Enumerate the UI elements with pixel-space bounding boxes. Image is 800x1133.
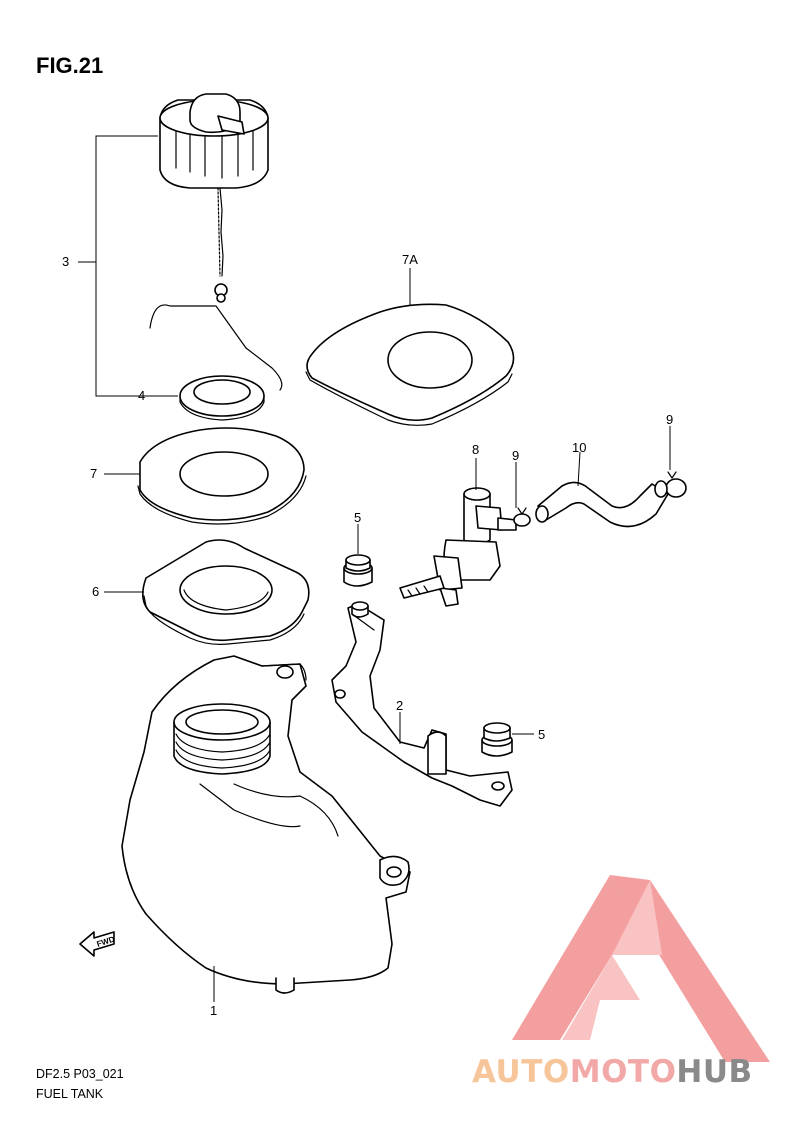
watermark-auto: AUTO bbox=[472, 1054, 570, 1090]
model-code-caption: DF2.5 P03_021 bbox=[36, 1067, 124, 1081]
callout-8: 8 bbox=[472, 442, 479, 457]
callout-9-right: 9 bbox=[666, 412, 673, 427]
watermark-moto: MOTO bbox=[570, 1054, 677, 1090]
automotohub-logo-icon bbox=[512, 875, 770, 1062]
callout-10: 10 bbox=[572, 440, 586, 455]
figure-title: FIG.21 bbox=[36, 53, 103, 78]
fuel-cock-part bbox=[399, 487, 517, 607]
watermark-text: AUTOMOTOHUB bbox=[472, 1054, 753, 1090]
bracket-part bbox=[331, 601, 513, 807]
callout-2: 2 bbox=[396, 698, 403, 713]
fwd-arrow-icon: FWD bbox=[79, 931, 116, 957]
hose-clip-right-part bbox=[665, 471, 687, 498]
callouts: 3 7A 4 7 8 9 10 9 5 6 2 5 1 bbox=[62, 252, 673, 1018]
hose-clip-left-part bbox=[513, 507, 531, 527]
callout-4: 4 bbox=[138, 388, 145, 403]
fuel-hose-part bbox=[535, 480, 669, 528]
watermark-hub: HUB bbox=[676, 1054, 752, 1090]
callout-6: 6 bbox=[92, 584, 99, 599]
callout-7: 7 bbox=[90, 466, 97, 481]
grommet-upper-part bbox=[343, 554, 373, 587]
section-name-caption: FUEL TANK bbox=[36, 1087, 104, 1101]
mount-plate-part bbox=[142, 539, 310, 645]
callout-9-left: 9 bbox=[512, 448, 519, 463]
fuel-cap-part bbox=[149, 93, 283, 391]
leader-lines bbox=[78, 135, 671, 1002]
callout-1: 1 bbox=[210, 1003, 217, 1018]
fuel-tank-part bbox=[121, 655, 411, 994]
callout-5-lower: 5 bbox=[538, 727, 545, 742]
gasket-plate-7a-part bbox=[305, 303, 515, 426]
callout-7a: 7A bbox=[402, 252, 418, 267]
callout-3: 3 bbox=[62, 254, 69, 269]
callout-5-upper: 5 bbox=[354, 510, 361, 525]
grommet-lower-part bbox=[481, 722, 513, 757]
gasket-ring-part bbox=[179, 375, 265, 421]
gasket-7-part bbox=[137, 427, 307, 525]
